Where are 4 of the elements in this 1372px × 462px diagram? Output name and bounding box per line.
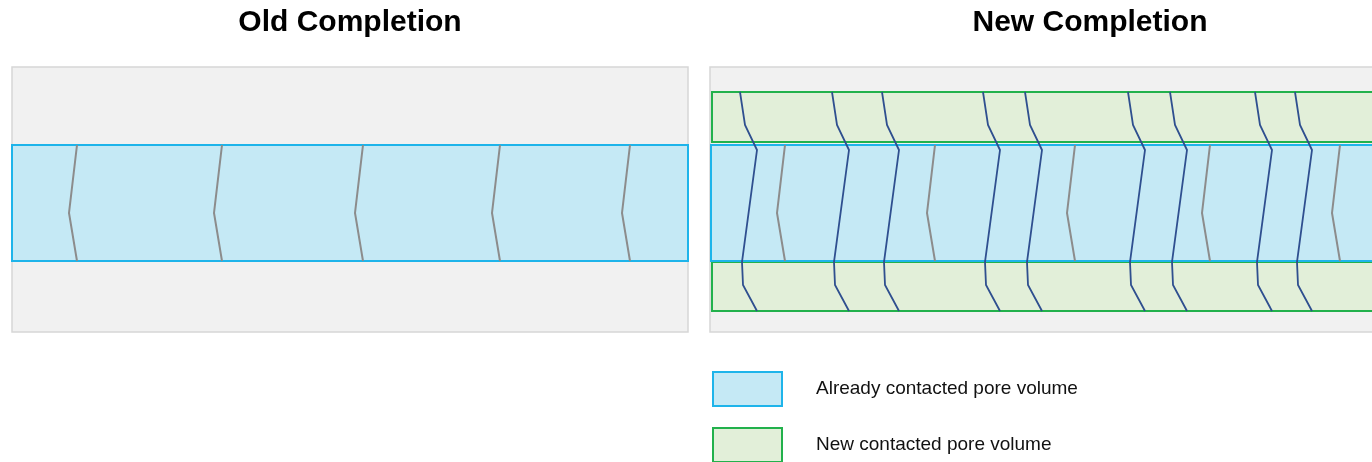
- legend-label: New contacted pore volume: [816, 433, 1052, 455]
- legend-label: Already contacted pore volume: [816, 377, 1078, 399]
- panel-heading: Old Completion: [238, 4, 462, 38]
- panel-heading: New Completion: [972, 4, 1208, 38]
